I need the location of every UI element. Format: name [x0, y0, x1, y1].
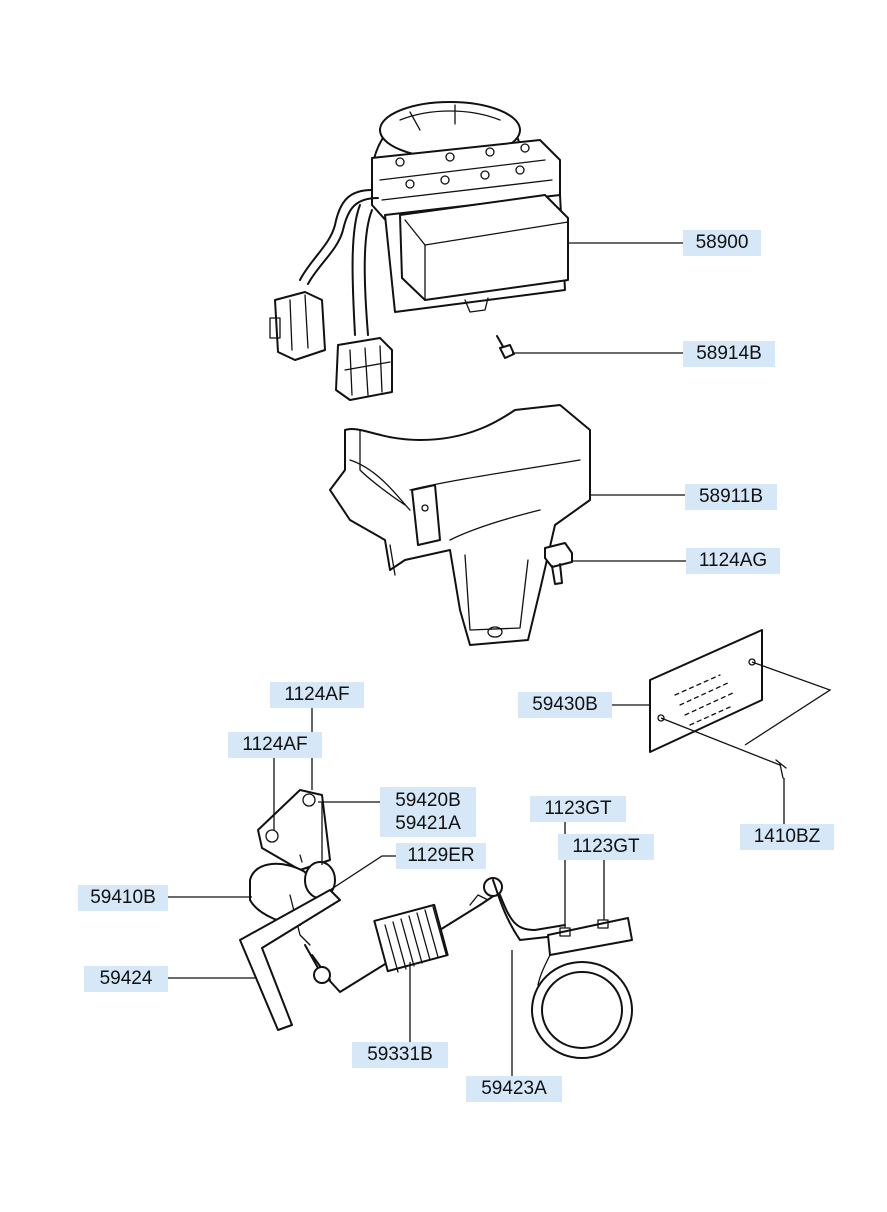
part-label-1124af-lower[interactable]: 1124AF	[228, 732, 322, 758]
part-label-59410b[interactable]: 59410B	[78, 885, 168, 911]
part-label-58900[interactable]: 58900	[683, 230, 761, 256]
hydraulic-unit-drawing	[269, 101, 569, 401]
part-label-58914b[interactable]: 58914B	[683, 341, 775, 367]
bracket-drawing	[329, 404, 591, 646]
part-label-59421a: 59421A	[395, 813, 461, 834]
part-label-59420b-59421a[interactable]: 59420B 59421A	[380, 787, 476, 837]
part-label-1410bz[interactable]: 1410BZ	[740, 824, 834, 850]
part-label-1129er[interactable]: 1129ER	[396, 843, 486, 869]
label-plate-drawing	[649, 629, 832, 779]
part-label-59420b: 59420B	[395, 790, 461, 811]
bolt-drawing	[544, 542, 573, 585]
part-label-59423a[interactable]: 59423A	[466, 1076, 562, 1102]
screw-drawing	[496, 335, 515, 359]
part-label-1124af-top[interactable]: 1124AF	[270, 682, 364, 708]
part-label-1124ag[interactable]: 1124AG	[686, 548, 780, 574]
part-label-59424[interactable]: 59424	[84, 966, 168, 992]
part-label-59331b[interactable]: 59331B	[352, 1042, 448, 1068]
part-label-58911b[interactable]: 58911B	[685, 484, 777, 510]
actuator-drawing	[239, 789, 633, 1059]
spring-drawing	[373, 903, 449, 973]
part-label-1123gt-lower[interactable]: 1123GT	[558, 834, 654, 860]
part-label-59430b[interactable]: 59430B	[518, 692, 612, 718]
part-label-1123gt-upper[interactable]: 1123GT	[530, 796, 626, 822]
